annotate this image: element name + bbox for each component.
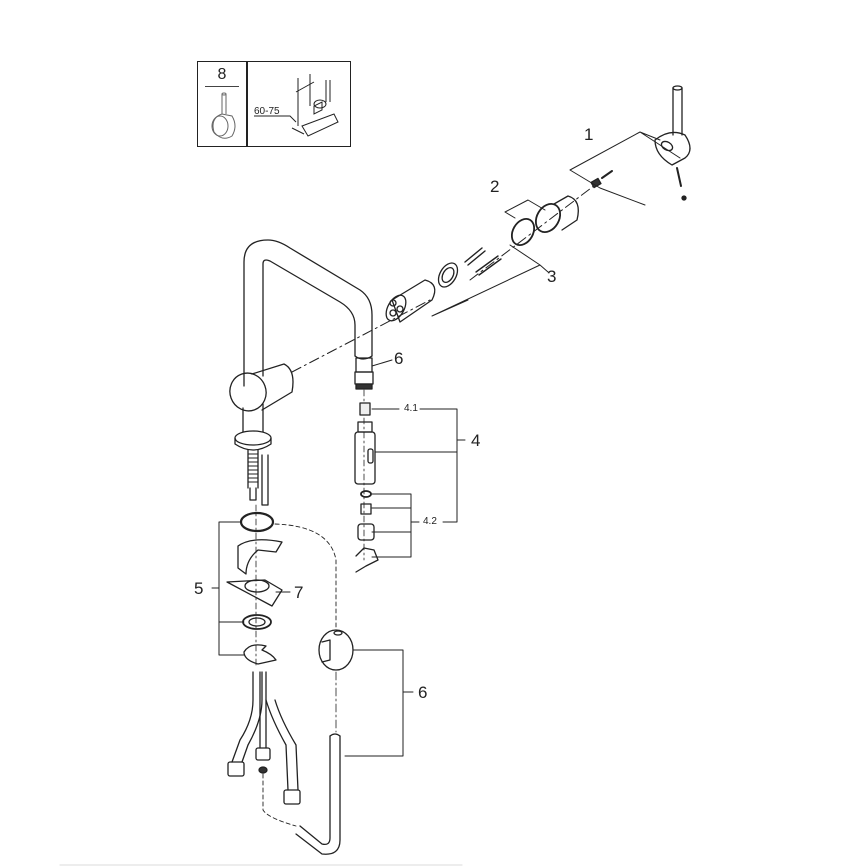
callout-3-leader	[431, 244, 549, 317]
callout-4-2: 4.2	[423, 516, 437, 527]
hose-connector	[354, 357, 374, 390]
inset-dimension-label: 60-75	[254, 106, 280, 117]
callout-6-lower: 6	[418, 683, 428, 702]
callout-5-7-brackets	[211, 521, 291, 656]
callout-2: 2	[490, 177, 500, 196]
callout-1: 1	[584, 125, 594, 144]
callout-3: 3	[547, 267, 557, 286]
handle-sleeve	[510, 195, 579, 247]
lever-handle	[590, 85, 691, 201]
callout-6-lower-bracket	[344, 649, 414, 757]
supply-hoses	[227, 671, 301, 827]
callout-6-upper-leader	[371, 359, 393, 367]
callout-2-leader	[504, 199, 546, 219]
callout-5: 5	[194, 579, 204, 598]
handle-knob-icon	[211, 92, 236, 139]
callout-7: 7	[294, 583, 304, 602]
callout-4-1: 4.1	[404, 403, 418, 414]
hose-path	[274, 523, 337, 631]
faucet-body	[229, 239, 373, 506]
callout-4-brackets	[371, 408, 466, 558]
inset-number-rule	[205, 86, 239, 87]
callout-1-leader	[569, 131, 681, 206]
inset-part-number: 8	[217, 66, 227, 83]
callout-6-upper: 6	[394, 349, 404, 368]
inset-divider	[246, 62, 248, 146]
mounting-set	[226, 504, 283, 669]
inset-part-8: 8 60-75	[197, 61, 351, 147]
spray-head	[354, 402, 379, 573]
hose-weight	[318, 629, 354, 671]
pull-out-hose	[295, 735, 341, 855]
installation-sketch-icon	[254, 74, 339, 137]
cartridge	[385, 247, 502, 323]
callout-4: 4	[471, 431, 481, 450]
centerline-lever	[291, 184, 596, 373]
